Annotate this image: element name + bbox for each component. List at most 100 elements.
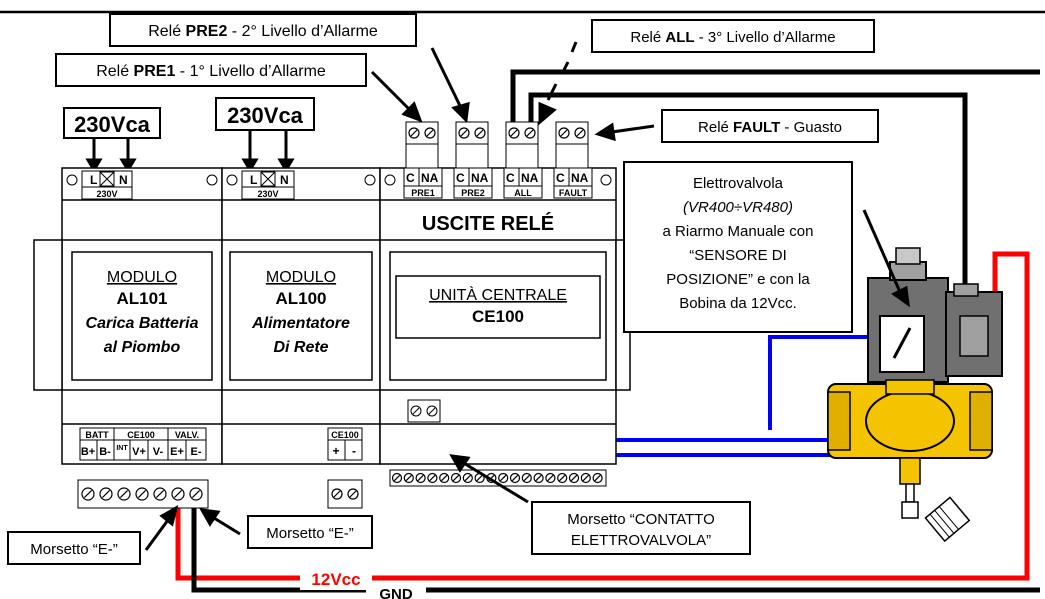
svg-text:CE100: CE100 bbox=[331, 430, 359, 440]
ce100-small-screws bbox=[331, 488, 359, 500]
screw-slot bbox=[523, 474, 530, 482]
svg-text:V-: V- bbox=[153, 446, 164, 458]
power-arrows bbox=[85, 130, 295, 173]
screw-slot bbox=[441, 474, 448, 482]
svg-text:Di Rete: Di Rete bbox=[273, 339, 328, 356]
svg-text:C: C bbox=[456, 171, 465, 185]
screw-slot bbox=[429, 474, 436, 482]
terminal-230v-1: L N 230V bbox=[66, 170, 218, 200]
module-ce100: UNITÀ CENTRALE CE100 bbox=[389, 251, 607, 381]
svg-text:Alimentatore: Alimentatore bbox=[251, 315, 350, 332]
wire-gnd-top bbox=[510, 69, 1040, 292]
callout-pre2: Relé PRE2 - 2° Livello d’Allarme bbox=[109, 13, 417, 47]
screw-slot bbox=[476, 474, 483, 482]
screw-slot bbox=[582, 474, 589, 482]
svg-text:al Piombo: al Piombo bbox=[104, 339, 181, 356]
valve-illustration bbox=[827, 247, 1003, 543]
svg-text:B+: B+ bbox=[81, 446, 95, 458]
svg-text:E+: E+ bbox=[170, 446, 184, 458]
relay-labels: C NA C NA C NA C NA PRE1 PRE2 ALL FAULT bbox=[403, 167, 593, 199]
svg-text:Morsetto “CONTATTO: Morsetto “CONTATTO bbox=[567, 511, 715, 528]
svg-text:a Riarmo Manuale con: a Riarmo Manuale con bbox=[663, 223, 814, 240]
svg-text:B-: B- bbox=[99, 446, 111, 458]
svg-text:ALL: ALL bbox=[514, 188, 532, 198]
callout-fault: Relé FAULT - Guasto bbox=[661, 109, 879, 143]
relay-outputs-title: USCITE RELÉ bbox=[422, 212, 554, 235]
screw-slot bbox=[191, 489, 201, 499]
svg-text:L: L bbox=[90, 173, 97, 187]
svg-text:C: C bbox=[556, 171, 565, 185]
svg-text:BATT: BATT bbox=[85, 430, 109, 440]
screw-slot bbox=[570, 474, 578, 482]
svg-text:AL101: AL101 bbox=[116, 289, 167, 308]
svg-text:NA: NA bbox=[521, 171, 539, 185]
svg-text:230V: 230V bbox=[257, 189, 278, 199]
svg-text:Relé ALL - 3° Livello d’Allarm: Relé ALL - 3° Livello d’Allarme bbox=[630, 29, 835, 46]
screw-slot bbox=[594, 474, 601, 482]
svg-text:C: C bbox=[506, 171, 515, 185]
callout-arrows bbox=[370, 41, 655, 142]
ce100-screw-strip bbox=[389, 469, 607, 487]
svg-text:MODULO: MODULO bbox=[266, 269, 336, 286]
bottom-terminal-labels: BATT CE100 VALV. B+ B- INT V+ V- E+ E- C… bbox=[79, 427, 363, 461]
svg-text:PRE1: PRE1 bbox=[411, 188, 435, 198]
screw-slot bbox=[119, 489, 129, 499]
callout-all: Relé ALL - 3° Livello d’Allarme bbox=[591, 19, 875, 53]
svg-text:Morsetto “E-”: Morsetto “E-” bbox=[266, 525, 354, 542]
svg-text:230Vca: 230Vca bbox=[227, 103, 304, 128]
svg-text:N: N bbox=[119, 173, 128, 187]
svg-text:Carica Batteria: Carica Batteria bbox=[86, 315, 199, 332]
callout-morsetto-mid: Morsetto “E-” bbox=[247, 515, 373, 549]
svg-text:GND: GND bbox=[379, 586, 413, 599]
callout-pre1: Relé PRE1 - 1° Livello d’Allarme bbox=[55, 53, 367, 87]
svg-text:Relé FAULT - Guasto: Relé FAULT - Guasto bbox=[698, 119, 842, 136]
screw-slot bbox=[511, 474, 519, 482]
screw-slot bbox=[101, 489, 111, 499]
svg-text:MODULO: MODULO bbox=[107, 269, 177, 286]
svg-text:230Vca: 230Vca bbox=[74, 112, 151, 137]
power-label-2: 230Vca bbox=[215, 97, 315, 131]
svg-text:+: + bbox=[332, 444, 339, 458]
svg-text:POSIZIONE” e con la: POSIZIONE” e con la bbox=[666, 271, 810, 288]
svg-text:N: N bbox=[280, 173, 289, 187]
svg-text:VALV.: VALV. bbox=[175, 430, 199, 440]
contact-terminal bbox=[407, 399, 441, 423]
wire-label-gnd: GND bbox=[366, 584, 426, 599]
power-label-1: 230Vca bbox=[63, 107, 161, 139]
valve-arrow bbox=[862, 209, 910, 308]
svg-text:V+: V+ bbox=[132, 446, 146, 458]
svg-text:NA: NA bbox=[471, 171, 489, 185]
svg-text:ELETTROVALVOLA”: ELETTROVALVOLA” bbox=[571, 532, 711, 549]
screw-slot bbox=[452, 474, 460, 482]
svg-text:AL100: AL100 bbox=[275, 289, 326, 308]
screw-slot bbox=[547, 474, 554, 482]
svg-text:INT: INT bbox=[116, 445, 128, 452]
svg-text:230V: 230V bbox=[96, 189, 117, 199]
screw-slot bbox=[155, 489, 165, 499]
svg-text:UNITÀ CENTRALE: UNITÀ CENTRALE bbox=[429, 285, 567, 304]
callout-morsetto-contact: Morsetto “CONTATTO ELETTROVALVOLA” bbox=[531, 501, 751, 555]
svg-text:NA: NA bbox=[571, 171, 589, 185]
svg-text:Relé PRE1 - 1° Livello d’Allar: Relé PRE1 - 1° Livello d’Allarme bbox=[96, 63, 326, 80]
screw-slot bbox=[137, 489, 147, 499]
relay-screws bbox=[408, 127, 586, 139]
svg-text:E-: E- bbox=[191, 446, 202, 458]
bottom-callout-arrows bbox=[144, 454, 529, 551]
screw-slot bbox=[417, 474, 424, 482]
callout-morsetto-left: Morsetto “E-” bbox=[7, 531, 141, 565]
callout-valve: Elettrovalvola (VR400÷VR480) a Riarmo Ma… bbox=[623, 161, 853, 333]
svg-text:Bobina da 12Vcc.: Bobina da 12Vcc. bbox=[679, 295, 797, 312]
wire-label-12v: 12Vcc bbox=[300, 568, 372, 590]
svg-text:Elettrovalvola: Elettrovalvola bbox=[693, 175, 784, 192]
screw-slot bbox=[393, 474, 401, 482]
svg-text:“SENSORE DI: “SENSORE DI bbox=[689, 247, 787, 264]
svg-text:C: C bbox=[406, 171, 415, 185]
svg-text:PRE2: PRE2 bbox=[461, 188, 485, 198]
screw-slot bbox=[500, 474, 507, 482]
screw-slot bbox=[83, 489, 93, 499]
screw-slot bbox=[173, 489, 183, 499]
screw-slot bbox=[405, 474, 412, 482]
svg-text:L: L bbox=[250, 173, 257, 187]
screw-slot bbox=[535, 474, 542, 482]
screw-slot bbox=[559, 474, 566, 482]
